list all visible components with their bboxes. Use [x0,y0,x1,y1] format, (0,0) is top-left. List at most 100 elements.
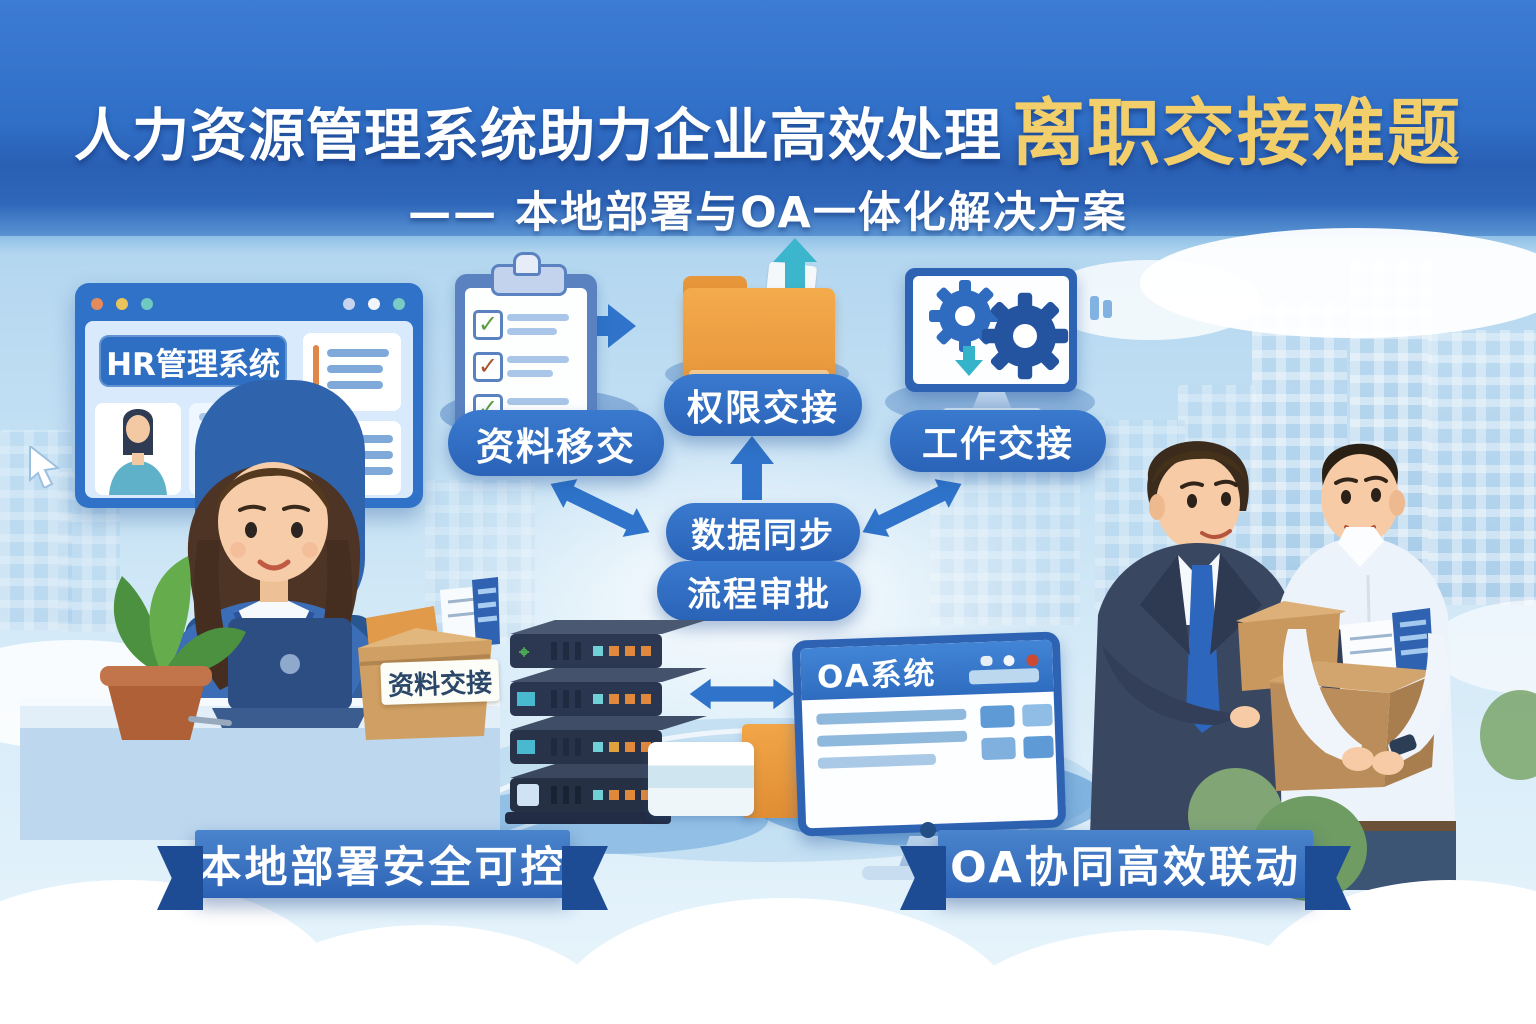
page-title: 人力资源管理系统助力企业高效处理 离职交接难题 [0,66,1536,176]
window-dot [393,298,405,310]
man2-hand [1342,747,1374,771]
text-line [357,435,393,443]
pause-icon [1090,296,1099,320]
text-line [361,451,393,459]
text-line [199,413,303,421]
trend-chart-card [189,403,315,495]
title-main-text: 人力资源管理系统助力企业高效处理 [74,103,1002,169]
text-line [817,753,937,769]
text-line [507,398,569,405]
ribbon-fold [562,846,608,910]
eye [245,522,257,538]
man1-hand [1230,706,1260,728]
window-dot [116,298,129,310]
text-line [361,467,393,475]
banner-local-deploy: 本地部署安全可控 [157,830,608,910]
shirt-collar [236,594,312,688]
blush [230,542,246,558]
monitor-screen [913,276,1069,384]
laptop-logo [280,654,300,674]
window-dot [141,298,154,310]
man2-arm [1282,629,1362,767]
folder-body [683,288,835,384]
pill-data-sync: 数据同步 [666,503,860,561]
text-line [507,356,569,363]
window-dot [1026,654,1039,667]
big-box-flap [1268,661,1438,693]
text-line [816,708,967,725]
monitor-gears-icon [905,268,1077,392]
male-avatar [320,433,352,477]
monitor-stand [972,392,1012,410]
neck [260,572,288,602]
gears-graphic [929,280,1069,380]
text-line [327,381,383,389]
hair-lock [306,540,353,690]
man1-arm [1102,645,1250,725]
smartwatch-icon [1389,734,1417,756]
employee-card [95,403,181,495]
oa-screen: OA系统 [799,639,1059,829]
cloud [1250,880,1536,1024]
oa-window-header: OA系统 [799,639,1054,701]
small-box [1238,613,1340,691]
window-dot [91,298,103,310]
laptop-base [212,708,368,728]
oa-system-monitor: OA系统 [791,631,1067,837]
laptop [228,618,352,710]
oa-window-title: OA系统 [816,655,938,696]
man1-arm [1280,605,1370,697]
text-line [199,429,283,437]
female-avatar [109,409,167,495]
content-block [1022,703,1053,727]
arm [320,658,385,746]
title-highlight-text: 离职交接难题 [1012,91,1462,176]
clipboard-clip-knob [513,252,541,276]
blush [302,542,318,558]
hand [304,733,336,755]
cloud [1430,600,1536,695]
employee-card [313,421,401,495]
hr-system-window: HR管理系统 [75,283,423,508]
text-line [816,730,968,747]
ribbon-fold [157,846,203,910]
gear-icon [981,292,1069,380]
man2-hand [1372,751,1404,775]
text-line [507,370,553,377]
window-dot [1003,654,1015,667]
content-block [1023,735,1054,759]
smile [257,559,291,571]
office-chair-seat [185,615,375,685]
banner-left-text: 本地部署安全可控 [198,843,567,893]
storage-boxes-icon [648,742,754,816]
paper-lines [1349,633,1393,655]
cloud [0,640,220,750]
banner-oa-collab: OA协同高效联动 [900,830,1351,910]
gear-icon [929,280,1001,352]
window-controls [91,295,161,314]
window-dot [980,655,993,667]
building-silhouette [1095,420,1185,610]
binder-in-box [1392,608,1434,676]
header-band [0,0,1536,254]
text-line [507,314,569,321]
line-chart-icon [196,447,311,488]
binder-stripes [1399,619,1429,656]
banner-right-text: OA协同高效联动 [950,843,1301,893]
building-silhouette [1178,385,1256,600]
upload-arrow-icon [955,346,983,376]
pill-permission-handover: 权限交接 [664,374,862,436]
summary-card [303,333,401,411]
checkbox-check-icon: ✓ [473,352,503,382]
text-line [327,349,389,357]
text-line [327,365,383,373]
window-dot [342,298,355,310]
paper-in-box [1340,619,1402,675]
pill-materials-handover: 资料移交 [448,410,664,476]
building-silhouette [1428,330,1536,605]
hr-window-panel: HR管理系统 [85,321,413,498]
window-controls [342,295,413,314]
checkbox-check-icon: ✓ [473,310,503,340]
header-block [968,668,1040,685]
